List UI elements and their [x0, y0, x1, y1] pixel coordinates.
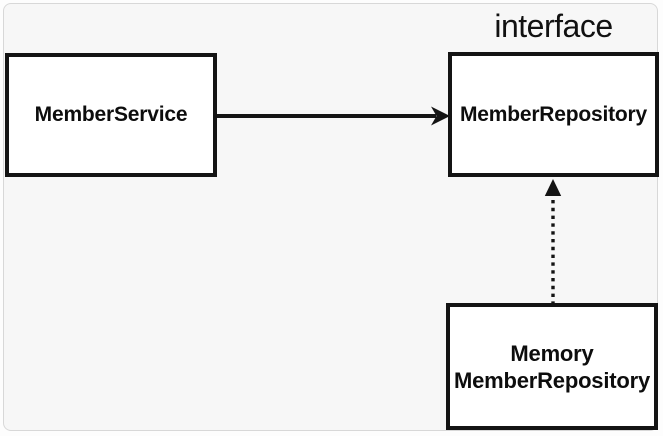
node-memory-member-repository-label-line2: MemberRepository [453, 367, 651, 393]
node-member-service: MemberService [5, 53, 217, 177]
interface-stereotype-label: interface [494, 8, 613, 44]
dependency-arrow-member-service-to-member-repository [215, 106, 450, 126]
node-member-repository: MemberRepository [448, 52, 659, 177]
node-memory-member-repository-label-line1: Memory [510, 340, 594, 366]
node-member-service-label: MemberService [34, 103, 188, 126]
node-member-repository-label: MemberRepository [459, 102, 647, 126]
implements-arrow-memory-to-member-repository [544, 179, 562, 303]
node-memory-member-repository: Memory MemberRepository [446, 303, 658, 430]
